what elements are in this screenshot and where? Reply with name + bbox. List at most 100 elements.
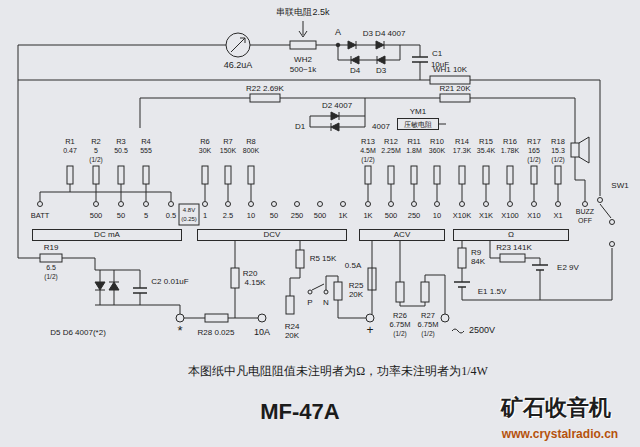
resistor-symbol (500, 254, 525, 262)
capacitor-symbol (133, 57, 428, 293)
resistor-symbol (248, 166, 254, 184)
jack-symbol (366, 314, 374, 322)
terminal-dot (412, 202, 417, 207)
component-label: R16 (503, 138, 517, 146)
terminal-dot (460, 202, 465, 207)
component-label: R13 (361, 138, 375, 146)
terminal-dot (38, 198, 615, 323)
meter-needle (231, 38, 245, 52)
range-band: ACV (359, 229, 445, 241)
component-label: 4.15K (245, 279, 266, 288)
resistor-symbol (430, 76, 470, 84)
band-label: Ω (508, 231, 514, 239)
component-label: OFF (578, 217, 592, 225)
switch-lever (312, 204, 611, 290)
component-label: 250 (408, 212, 421, 220)
component-label: 0.47 (63, 147, 77, 155)
component-label: 4.5M (360, 147, 376, 155)
terminal-dot (484, 202, 489, 207)
component-label: R23 141K (496, 244, 532, 253)
component-label: (1/2) (393, 330, 406, 337)
jack-symbol (258, 314, 266, 322)
resistor-symbol (93, 166, 99, 184)
component-label: * (177, 324, 182, 338)
resistor-symbol (507, 166, 513, 184)
jack-symbol (441, 314, 449, 322)
component-label: E1 1.5V (478, 288, 506, 297)
component-label: 串联电阻2.5k (276, 8, 329, 18)
component-label: 84K (471, 258, 485, 267)
component-label: X10 (527, 212, 540, 220)
component-label: D1 (295, 123, 305, 132)
component-label: 4007 (372, 123, 390, 132)
component-label: R6 (200, 138, 210, 146)
ac-symbol (452, 329, 464, 333)
resistor-symbol (411, 166, 417, 184)
resistor-symbol (458, 248, 466, 268)
diode-bar (95, 41, 384, 290)
component-label: D3 D4 4007 (363, 30, 406, 39)
component-label: 1K (363, 212, 372, 220)
component-label: 0.5 (166, 212, 176, 220)
watermark-url: www.crystalradio.cn (502, 428, 618, 441)
varistor-box: 压敏电阻 (397, 118, 439, 130)
component-label: R9 (471, 249, 481, 258)
watermark-text: 矿石收音机 (501, 396, 611, 420)
battery-symbol (454, 265, 548, 287)
component-label: BATT (31, 212, 50, 220)
component-label: 250 (291, 212, 304, 220)
component-label: 15.3 (551, 147, 565, 155)
fuse-line (372, 268, 373, 290)
component-label: R1 (65, 138, 75, 146)
switch-contact (308, 290, 312, 294)
resistor-symbol (334, 282, 342, 300)
resistor-symbol (459, 166, 465, 184)
component-label: WH1 10K (433, 66, 467, 75)
component-label: R12 (384, 138, 398, 146)
resistor-symbol (118, 166, 124, 184)
component-label: R14 (455, 138, 469, 146)
wire (18, 21, 612, 318)
resistor-symbol (40, 254, 62, 262)
terminal-dot (295, 202, 300, 207)
component-label: 5 (94, 147, 98, 155)
component-label: R18 (551, 138, 565, 146)
resistor-symbol (202, 166, 208, 184)
caption-note: 本图纸中凡电阻阻值未注明者为Ω，功率未注明者为1/4W (188, 365, 488, 378)
terminal-dot (532, 202, 537, 207)
component-label: R24 (285, 323, 300, 332)
component-label: 17.3K (453, 147, 471, 155)
component-label: R19 (44, 244, 59, 253)
component-label: 500~1k (290, 66, 316, 75)
component-label: R28 0.025 (198, 329, 235, 338)
resistor-symbol (434, 166, 440, 184)
band-label: 压敏电阻 (404, 121, 432, 128)
terminal-dot (389, 202, 394, 207)
resistor-symbol (421, 282, 429, 302)
component-label: R27 (421, 312, 435, 320)
component-label: 1K (338, 212, 347, 220)
terminal-dot (435, 202, 440, 207)
component-label: 50.5 (114, 147, 128, 155)
terminal-dot (226, 202, 231, 207)
range-band: DC mA (32, 229, 182, 241)
switch-contact (598, 198, 603, 203)
component-label: 4.8V (183, 207, 195, 214)
switch-contact (610, 242, 615, 247)
component-label: 500 (385, 212, 398, 220)
terminal-dot (341, 202, 346, 207)
component-label: P (307, 299, 312, 308)
component-label: R10 (430, 138, 444, 146)
switch-contact (324, 290, 328, 294)
component-label: (1/2) (361, 156, 374, 163)
terminal-dot (318, 202, 323, 207)
terminal-dot (556, 202, 561, 207)
terminal-dot (144, 202, 149, 207)
component-label: 50 (117, 212, 125, 220)
component-label: (1/2) (527, 156, 540, 163)
range-band: DCV (197, 229, 347, 241)
resistor-symbol (286, 296, 294, 314)
resistor-symbol (67, 166, 73, 184)
wiper-arrow (299, 31, 307, 37)
